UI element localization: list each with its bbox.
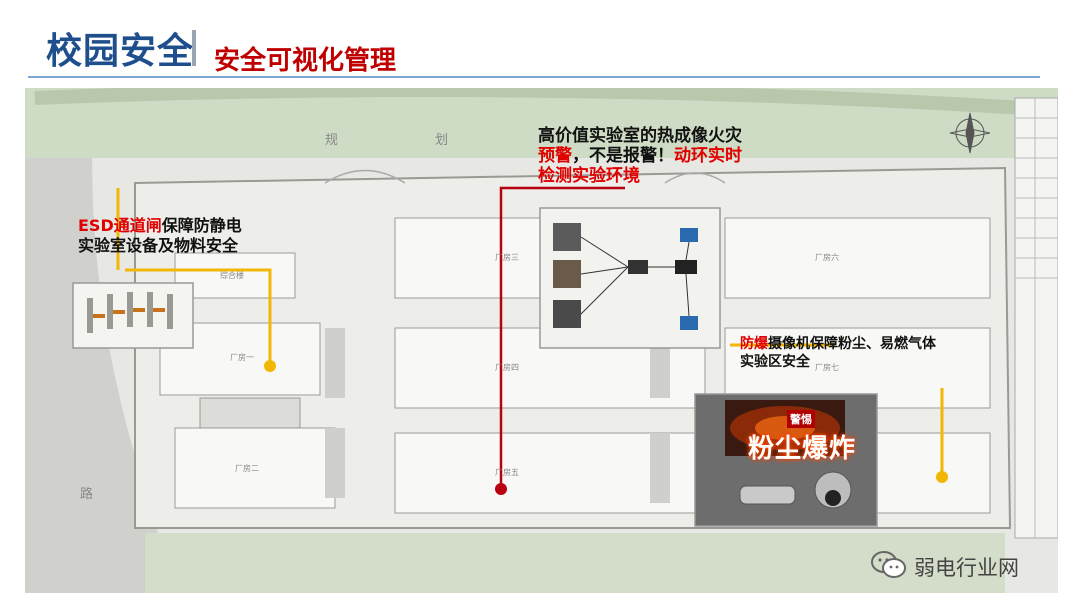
watermark-text: 弱电行业网: [914, 556, 1019, 580]
callout-thermal-red-b: 动环实时: [674, 146, 742, 166]
page-subtitle: 安全可视化管理: [214, 46, 397, 76]
building-label-5: 厂房五: [495, 467, 519, 477]
building-label-4: 厂房四: [495, 362, 519, 372]
callout-thermal-line2: 预警，不是报警！动环实时: [538, 146, 742, 166]
building-label-8: 综合楼: [220, 270, 244, 280]
header-rule: [28, 76, 1040, 78]
callout-esd-line1: ESD通道闸保障防静电: [78, 216, 242, 236]
site-plan-drawing: 规 划 路 厂房一 厂房二 厂房三 厂房四 厂房五 厂房六 厂房七 综合楼: [25, 88, 1058, 593]
callout-explosion-line2: 实验区安全: [740, 354, 810, 370]
callout-explosion-line1: 防爆摄像机保障粉尘、易燃气体: [740, 335, 936, 353]
marker-red-thermal: [495, 483, 507, 495]
building-label-1: 厂房一: [230, 352, 254, 362]
callout-explosion-black: 摄像机保障粉尘、易燃气体: [768, 336, 936, 352]
callout-esd-line2: 实验室设备及物料安全: [78, 236, 239, 255]
callout-thermal-black: ，不是报警！: [572, 146, 674, 166]
building-label-7: 厂房七: [815, 362, 839, 372]
marker-yellow-esd: [264, 360, 276, 372]
title-divider: [192, 30, 196, 66]
road-label-3: 路: [80, 486, 93, 502]
callout-thermal-line3: 检测实验环境: [538, 166, 640, 186]
building-label-6: 厂房六: [815, 252, 839, 262]
building-label-2: 厂房二: [235, 463, 259, 473]
callout-explosion-red: 防爆: [740, 336, 768, 352]
callout-esd: ESD通道闸保障防静电 实验室设备及物料安全: [78, 216, 242, 256]
callout-thermal-line1: 高价值实验室的热成像火灾: [538, 126, 742, 146]
callout-thermal-red-a: 预警: [538, 146, 572, 166]
callout-esd-black: 保障防静电: [161, 216, 242, 235]
callout-thermal: 高价值实验室的热成像火灾 预警，不是报警！动环实时 检测实验环境: [538, 126, 742, 186]
wechat-icon: [871, 551, 906, 578]
page-title: 校园安全: [46, 31, 195, 72]
explosion-image-text: 粉尘爆炸: [748, 434, 857, 464]
campus-site-plan: 规 划 路 厂房一 厂房二 厂房三 厂房四 厂房五 厂房六 厂房七 综合楼: [25, 88, 1058, 593]
building-label-3: 厂房三: [495, 252, 519, 262]
marker-yellow-explosion: [936, 471, 948, 483]
callout-esd-red: ESD通道闸: [78, 216, 162, 235]
warning-badge: 警惕: [787, 410, 815, 428]
road-label-1: 规: [325, 133, 338, 148]
road-label-2: 划: [435, 133, 448, 148]
page-header: 校园安全 安全可视化管理: [0, 0, 1080, 80]
callout-explosion: 防爆摄像机保障粉尘、易燃气体 实验区安全: [740, 335, 936, 371]
